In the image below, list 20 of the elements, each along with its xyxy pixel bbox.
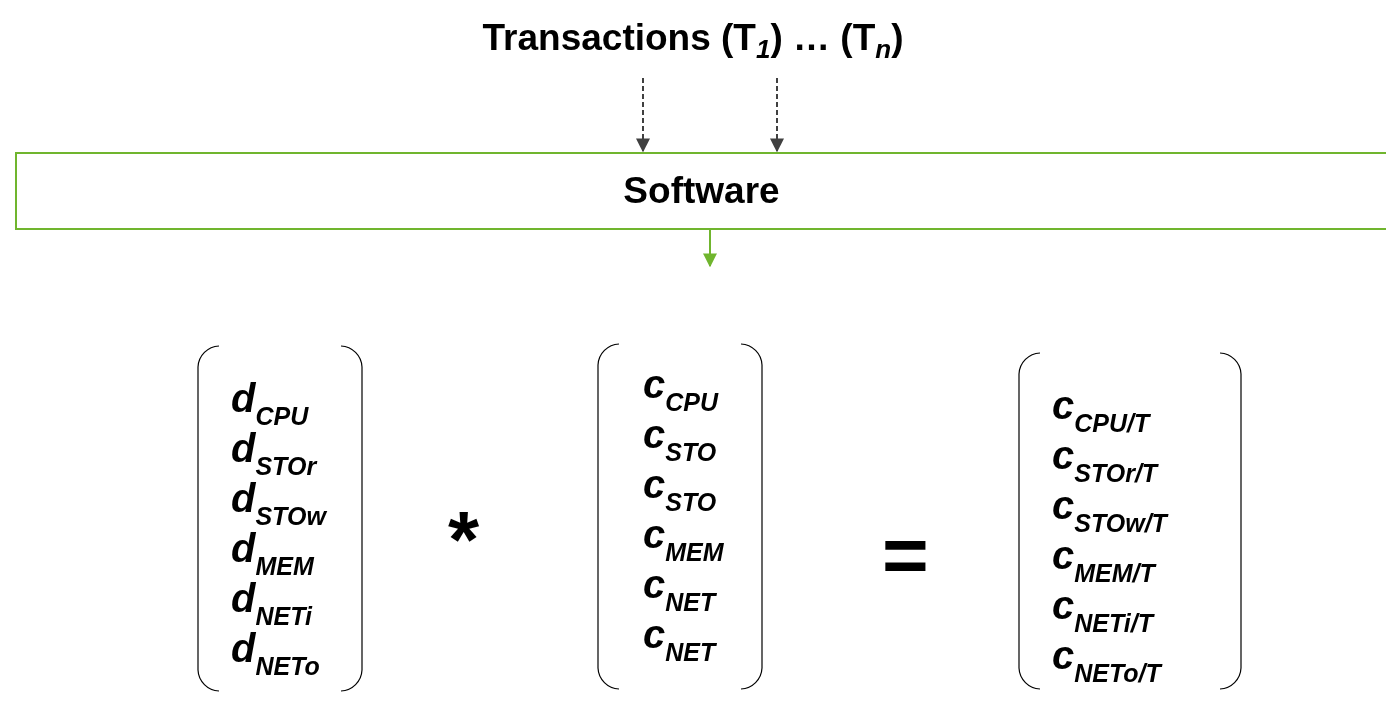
matrix-entry: c$_{STO}$ [643, 461, 718, 509]
matrix-entry: d$_{STOr}$ [231, 425, 319, 473]
matrix-entry: d$_{CPU}$ [231, 375, 310, 423]
matrix-entry: d$_{MEM}$ [231, 525, 316, 573]
heading: Transactions (T$_{1}$) … (T$_{n}$) [482, 17, 904, 58]
matrix-entry: c$_{STO}$ [643, 411, 718, 459]
arrow [770, 77, 784, 153]
matrix-entry: d$_{NETi}$ [231, 575, 314, 623]
matrix-entry: d$_{NETo}$ [231, 625, 321, 673]
process-band [15, 152, 1386, 230]
operator-symbol: = [882, 515, 929, 595]
arrow [636, 77, 650, 153]
matrix-entry: c$_{NET}$ [643, 561, 718, 609]
matrix-entry: c$_{CPU}$ [643, 361, 720, 409]
operator-symbol: * [448, 500, 480, 580]
matrix-entry: c$_{NET}$ [643, 611, 718, 659]
matrix-entry: c$_{MEM}$ [643, 511, 724, 559]
band-label: Software [623, 170, 780, 212]
arrow [703, 229, 717, 268]
matrix-entry: d$_{STOw}$ [231, 475, 326, 523]
